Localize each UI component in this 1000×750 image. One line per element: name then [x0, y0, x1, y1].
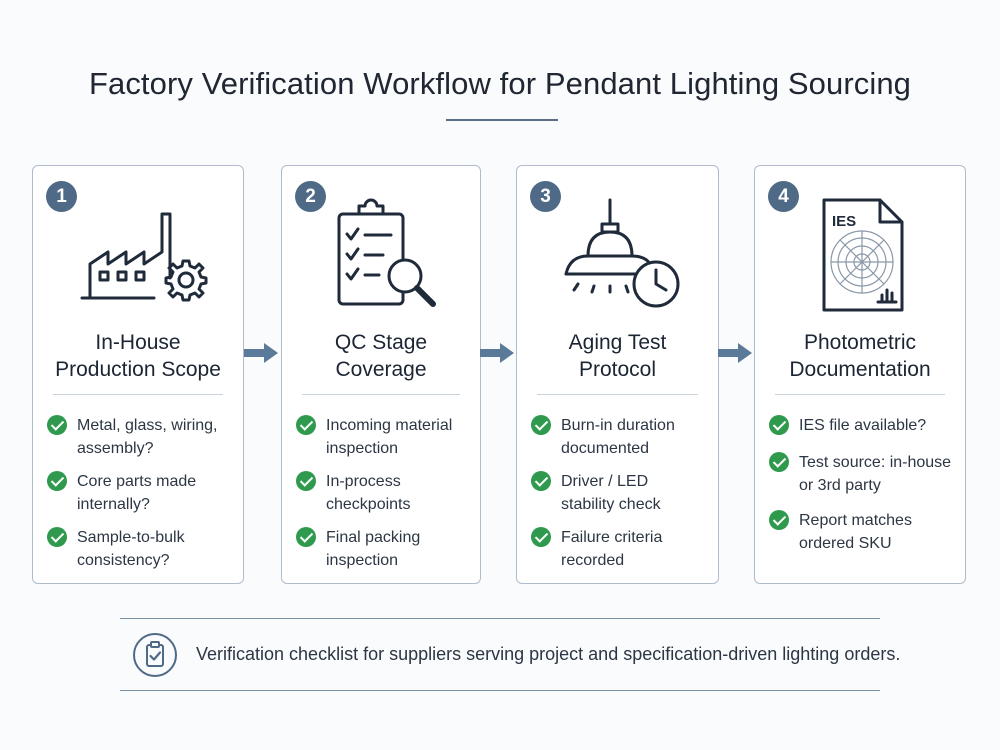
- factory-gear-icon: [33, 194, 243, 314]
- check-circle-icon: [531, 527, 551, 547]
- check-circle-icon: [531, 415, 551, 435]
- check-circle-icon: [531, 471, 551, 491]
- check-circle-icon: [47, 415, 67, 435]
- svg-text:IES: IES: [832, 213, 856, 230]
- arrow-right-icon: [244, 343, 278, 363]
- pendant-lamp-clock-icon: [517, 194, 718, 314]
- card-divider: [775, 394, 945, 395]
- card-divider: [53, 394, 223, 395]
- check-circle-icon: [47, 471, 67, 491]
- step-card-1: 1 In-House Production Scope Metal, glass…: [32, 165, 244, 584]
- checklist: Metal, glass, wiring,assembly? Core part…: [47, 414, 233, 582]
- arrow-right-icon: [718, 343, 752, 363]
- step-title: Photometric Documentation: [789, 331, 931, 381]
- step-number-badge: 1: [46, 181, 77, 212]
- step-title: In-House Production Scope: [55, 331, 221, 381]
- checklist: IES file available? Test source: in-hous…: [769, 414, 955, 565]
- check-circle-icon: [769, 452, 789, 472]
- step-number-badge: 4: [768, 181, 799, 212]
- card-divider: [537, 394, 698, 395]
- list-item: Metal, glass, wiring,assembly?: [47, 414, 233, 460]
- card-divider: [302, 394, 460, 395]
- arrow-right-icon: [480, 343, 514, 363]
- check-circle-icon: [296, 415, 316, 435]
- footer-bottom-rule: [120, 690, 880, 691]
- step-title: QC Stage Coverage: [334, 331, 428, 381]
- ies-document-icon: IES: [755, 194, 965, 314]
- clipboard-magnifier-icon: [282, 194, 480, 314]
- step-card-4: 4 IES Photometric Documentation IES file…: [754, 165, 966, 584]
- check-circle-icon: [769, 510, 789, 530]
- footer-caption: Verification checklist for suppliers ser…: [196, 644, 901, 664]
- check-circle-icon: [47, 527, 67, 547]
- page-title: Factory Verification Workflow for Pendan…: [88, 66, 912, 101]
- list-item: IES file available?: [769, 414, 955, 437]
- footer-top-rule: [120, 618, 880, 619]
- check-circle-icon: [296, 471, 316, 491]
- title-underline: [446, 119, 558, 121]
- step-number-badge: 3: [530, 181, 561, 212]
- clipboard-check-icon: [133, 633, 177, 677]
- check-circle-icon: [296, 527, 316, 547]
- step-number-badge: 2: [295, 181, 326, 212]
- step-title: Aging Test Protocol: [568, 331, 667, 381]
- check-circle-icon: [769, 415, 789, 435]
